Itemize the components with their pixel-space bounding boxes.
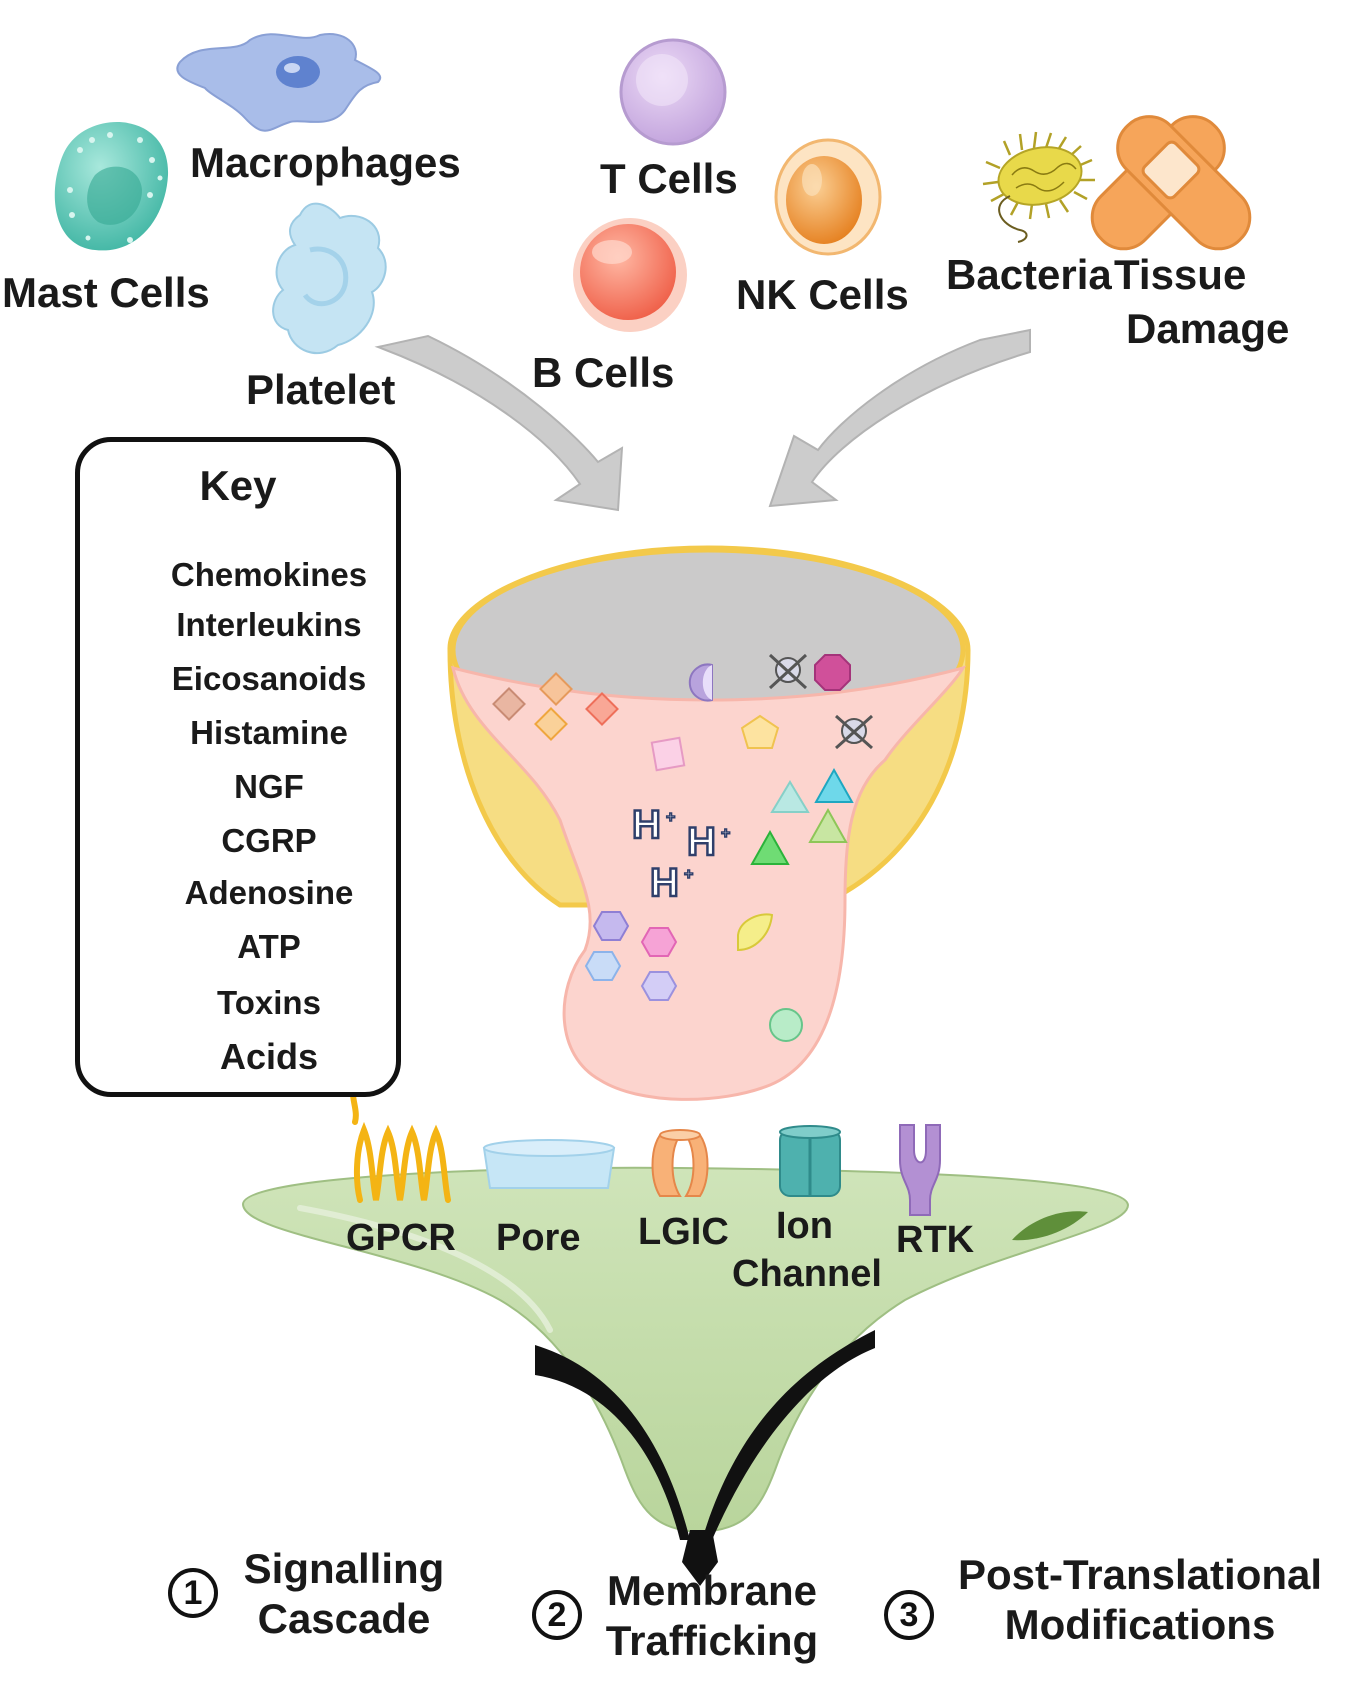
macrophage-cell-image xyxy=(176,33,382,132)
key-item-label: Interleukins xyxy=(176,606,362,643)
key-item-cgrp: CGRP xyxy=(98,814,388,864)
outcome-number-2: 2 xyxy=(532,1590,582,1640)
key-item-label: ATP xyxy=(237,928,301,965)
interleukin-hexagon-4 xyxy=(640,971,678,1001)
acid-symbol-1: H xyxy=(632,803,661,847)
key-title: Key xyxy=(199,462,277,509)
outcome-line2: Modifications xyxy=(1004,1601,1276,1649)
chemokine-diamond-4 xyxy=(585,692,619,726)
acid-symbol-2: H xyxy=(687,820,716,864)
key-legend: Key Chemokines Interleukins Eicosanoids … xyxy=(75,437,401,1097)
lgic-label: LGIC xyxy=(638,1211,729,1253)
mast-cells-label: Mast Cells xyxy=(2,269,210,316)
chemokine-diamond-3 xyxy=(534,707,568,741)
outcome-line2: Trafficking xyxy=(605,1617,819,1665)
acid-symbol-3: H xyxy=(650,861,679,905)
adenosine-crescent xyxy=(688,663,713,702)
key-item-label: NGF xyxy=(234,768,304,805)
chemokine-diamond-2 xyxy=(539,672,573,706)
tissue-damage-label-line1: Tissue xyxy=(1114,251,1247,298)
bacteria-image xyxy=(982,131,1095,243)
b-cell-image xyxy=(573,218,687,332)
key-item-acids: Acids xyxy=(98,1032,388,1082)
key-item-adenosine: Adenosine xyxy=(98,866,388,916)
outcome-line1: Membrane xyxy=(606,1567,818,1614)
key-item-histamine: Histamine xyxy=(98,706,388,756)
eicosanoid-triangle-1 xyxy=(770,780,810,813)
key-item-label: Adenosine xyxy=(184,874,354,911)
key-item-ngf: NGF xyxy=(98,760,388,810)
nk-cell-image xyxy=(774,138,882,256)
key-item-atp: ATP xyxy=(98,920,388,970)
outcome-line1: Signalling xyxy=(243,1545,445,1592)
key-item-interleukins: Interleukins xyxy=(98,598,388,648)
atp-octagon xyxy=(814,654,851,691)
outcome-number-1: 1 xyxy=(168,1568,218,1618)
platelet-label: Platelet xyxy=(246,366,396,413)
key-item-chemokines: Chemokines xyxy=(98,548,388,598)
nk-cells-label: NK Cells xyxy=(736,271,909,318)
key-item-label: Chemokines xyxy=(170,556,368,593)
outcome-signalling-cascade: Signalling Cascade xyxy=(226,1544,462,1645)
cgrp-pentagon xyxy=(740,714,780,749)
rtk-receptor xyxy=(899,1124,941,1216)
interleukin-hexagon-3 xyxy=(584,951,622,981)
outcome-number-3: 3 xyxy=(884,1590,934,1640)
lgic-receptor xyxy=(651,1129,709,1197)
outcome-post-translational-modifications: Post-Translational Modifications xyxy=(938,1550,1342,1651)
pore-label: Pore xyxy=(496,1217,581,1259)
signal-branch-arrows xyxy=(535,1330,875,1586)
acid-symbols: H + H + H + xyxy=(631,802,731,907)
key-item-label: Eicosanoids xyxy=(171,660,367,697)
left-source-arrow xyxy=(374,334,624,512)
toxin-skull-1 xyxy=(768,653,808,690)
key-item-eicosanoids: Eicosanoids xyxy=(98,652,388,702)
interleukin-hexagon-2 xyxy=(640,927,678,957)
green-sphere xyxy=(769,1008,803,1042)
pore-receptor xyxy=(482,1139,616,1189)
mast-cell-image xyxy=(54,122,169,251)
interleukin-hexagon-1 xyxy=(592,911,630,941)
eicosanoid-triangle-2 xyxy=(814,767,854,803)
bacteria-label: Bacteria xyxy=(946,251,1112,298)
tissue-damage-label-line2: Damage xyxy=(1126,305,1290,352)
toxin-skull-2 xyxy=(835,714,873,750)
key-item-label: Histamine xyxy=(190,714,348,751)
outcome-membrane-trafficking: Membrane Trafficking xyxy=(592,1566,832,1667)
rtk-label: RTK xyxy=(896,1219,975,1261)
b-cells-label: B Cells xyxy=(532,349,675,396)
svg-text:+: + xyxy=(666,809,675,826)
key-item-toxins: Toxins xyxy=(98,976,388,1026)
svg-text:+: + xyxy=(684,866,693,883)
gpcr-label: GPCR xyxy=(346,1217,456,1259)
chemokine-diamond-1 xyxy=(492,687,526,721)
platelet-cell-image xyxy=(272,202,387,355)
right-source-arrow xyxy=(768,328,1031,508)
outcome-line1: Post-Translational xyxy=(957,1551,1323,1598)
ngf-leaf xyxy=(737,913,774,952)
macrophages-label: Macrophages xyxy=(190,139,461,186)
outcome-line2: Cascade xyxy=(257,1595,431,1643)
key-item-label: Toxins xyxy=(217,984,321,1021)
ion-channel-label-line2: Channel xyxy=(732,1253,882,1295)
ion-channel-receptor xyxy=(779,1125,841,1197)
eicosanoid-triangle-4 xyxy=(750,829,790,865)
ion-channel-label-line1: Ion xyxy=(776,1205,833,1247)
soup-mediators xyxy=(492,653,873,1042)
histamine-square xyxy=(650,736,686,772)
key-item-label: CGRP xyxy=(221,822,317,859)
t-cells-label: T Cells xyxy=(600,155,738,202)
tissue-damage-image xyxy=(1090,115,1252,251)
eicosanoid-triangle-3 xyxy=(808,807,848,843)
key-item-label: Acids xyxy=(219,1036,319,1077)
svg-text:+: + xyxy=(721,825,730,842)
t-cell-image xyxy=(619,38,727,146)
